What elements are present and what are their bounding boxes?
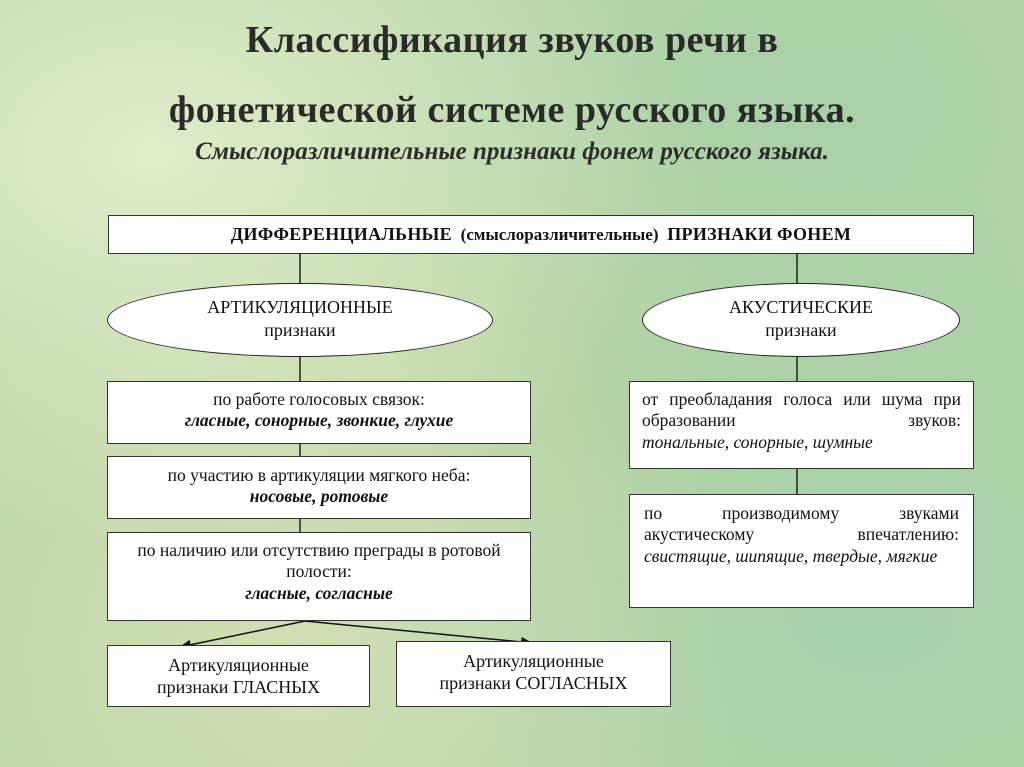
- left-box-3-values: гласные, согласные: [245, 582, 393, 603]
- articulatory-oval-line-1: АРТИКУЛЯЦИОННЫЕ: [207, 297, 393, 317]
- left-box-soft-palate: по участию в артикуляции мягкого неба: н…: [107, 456, 531, 519]
- consonants-box-line-1: Артикуляционные: [463, 651, 604, 671]
- vowels-box-line-2: признаки ГЛАСНЫХ: [157, 676, 320, 697]
- vowels-box: Артикуляционные признаки ГЛАСНЫХ: [107, 645, 370, 707]
- left-box-3-text: по наличию или отсутствию преграды в рот…: [137, 540, 501, 582]
- header-part-2: (смыслоразличительные): [460, 225, 659, 244]
- left-box-1-text: по работе голосовых связок:: [213, 389, 425, 409]
- acoustic-oval-line-2: признаки: [765, 319, 837, 340]
- title-line-2: фонетической системе русского языка.: [168, 89, 856, 131]
- right-box-2-values: свистящие, шипящие, твердые, мягкие: [644, 545, 938, 566]
- header-part-3: ПРИЗНАКИ ФОНЕМ: [667, 224, 852, 244]
- left-box-1-values: гласные, сонорные, звонкие, глухие: [184, 410, 454, 431]
- acoustic-oval-line-1: АКУСТИЧЕСКИЕ: [728, 297, 874, 317]
- acoustic-oval: АКУСТИЧЕСКИЕ признаки: [642, 283, 960, 357]
- right-box-acoustic-impression: по производимому звуками акустическому в…: [629, 494, 974, 608]
- consonants-box-line-2: признаки СОГЛАСНЫХ: [439, 672, 628, 693]
- right-box-1-text: от преобладания голоса или шума при обра…: [642, 389, 961, 431]
- right-box-voice-noise: от преобладания голоса или шума при обра…: [629, 381, 974, 469]
- left-box-vocal-cords: по работе голосовых связок: гласные, сон…: [107, 381, 531, 444]
- right-box-1-values: тональные, сонорные, шумные: [642, 431, 873, 452]
- articulatory-oval-line-2: признаки: [264, 319, 336, 340]
- vowels-box-line-1: Артикуляционные: [168, 655, 309, 675]
- left-box-2-values: носовые, ротовые: [249, 486, 389, 507]
- arrow-to-consonants: [304, 620, 533, 647]
- left-box-2-text: по участию в артикуляции мягкого неба:: [167, 465, 471, 485]
- articulatory-oval: АРТИКУЛЯЦИОННЫЕ признаки: [107, 283, 493, 357]
- header-part-1: ДИФФЕРЕНЦИАЛЬНЫЕ: [230, 224, 452, 244]
- header-box: ДИФФЕРЕНЦИАЛЬНЫЕ (смыслоразличительные) …: [108, 215, 974, 254]
- right-box-2-text: по производимому звуками акустическому в…: [644, 503, 959, 545]
- left-box-obstruction: по наличию или отсутствию преграды в рот…: [107, 532, 531, 621]
- consonants-box: Артикуляционные признаки СОГЛАСНЫХ: [396, 641, 671, 707]
- arrow-to-vowels: [179, 620, 306, 650]
- subtitle: Смыслоразличительные признаки фонем русс…: [195, 138, 829, 165]
- title-line-1: Классификация звуков речи в: [245, 19, 779, 61]
